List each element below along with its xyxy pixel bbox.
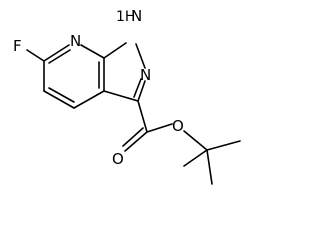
bond-n2-c3 (137, 80, 146, 102)
bond-c3-carbonyl (137, 100, 148, 133)
bond-c5-c4 (43, 90, 75, 109)
bond-carbonyl-oester (146, 123, 173, 133)
bond-c3-c3a (103, 90, 139, 102)
bond-carbonyl-o (124, 131, 148, 152)
atom-pyrazole-nitrogen: N (140, 66, 151, 84)
bond-n7-c7a (80, 44, 105, 59)
bond-n2-c3-inner (133, 78, 142, 98)
bond-c6-n7-inner (48, 49, 71, 64)
molecule-structure: F N 1H N N O O (13, 7, 241, 185)
bond-n1-n2 (135, 43, 146, 69)
bond-tbu-methyl-right (206, 140, 241, 151)
atom-ester-oxygen: O (172, 117, 184, 135)
bond-c6-f (26, 49, 45, 62)
bond-c6-n7 (43, 44, 70, 62)
atom-nh-nitrogen: N (131, 7, 142, 25)
bond-c7a-n1 (103, 42, 127, 59)
bond-c5-c4-inner (48, 87, 75, 103)
atom-carbonyl-oxygen: O (112, 150, 124, 168)
atom-nh-prefix: 1H (116, 9, 135, 25)
atom-pyridine-nitrogen: N (70, 32, 81, 50)
bond-c4-c3a (73, 90, 105, 109)
bond-tbu-methyl-down (206, 149, 213, 185)
bond-carbonyl-o-inner (122, 127, 144, 147)
bond-oester-ctbu (183, 130, 208, 151)
atom-fluorine: F (13, 37, 22, 55)
structure-canvas: F N 1H N N O O (13, 7, 241, 185)
bond-tbu-methyl-left (183, 149, 208, 167)
